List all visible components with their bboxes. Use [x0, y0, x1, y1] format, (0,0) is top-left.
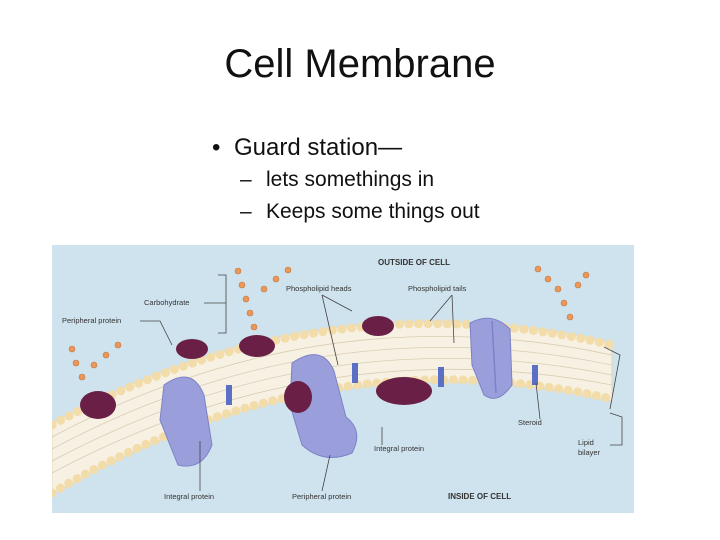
integral-protein-left [159, 376, 213, 467]
label-peripheral-protein-bottom: Peripheral protein [292, 492, 351, 501]
dash-marker: – [240, 168, 252, 191]
steroid [438, 367, 444, 387]
carbohydrate-chains [68, 265, 590, 381]
label-phospholipid-heads: Phospholipid heads [286, 284, 352, 293]
bullet-text: Guard station— [234, 134, 403, 161]
bullet-item: • Guard station— [212, 132, 480, 164]
label-lipid: Lipid [578, 438, 594, 447]
label-bilayer: bilayer [578, 448, 601, 457]
bullet-list: • Guard station— –lets somethings in –Kee… [212, 132, 480, 228]
label-outside-of-cell: OUTSIDE OF CELL [378, 258, 450, 267]
dash-marker: – [240, 200, 252, 223]
peripheral-protein [284, 381, 312, 413]
cell-membrane-diagram: OUTSIDE OF CELL Carbohydrate Peripheral … [52, 245, 634, 513]
steroid [532, 365, 538, 385]
label-integral-protein-bottom: Integral protein [164, 492, 214, 501]
tail-lines [52, 336, 613, 474]
sub-bullet-item: –Keeps some things out [212, 196, 480, 228]
slide-title: Cell Membrane [224, 42, 496, 86]
label-phospholipid-tails: Phospholipid tails [408, 284, 467, 293]
integral-protein-right [469, 317, 513, 399]
steroid [352, 363, 358, 383]
bullet-dot: • [212, 134, 221, 161]
label-steroid: Steroid [518, 418, 542, 427]
label-integral-protein-mid: Integral protein [374, 444, 424, 453]
protein-groove [491, 320, 497, 394]
sub-bullet-text: lets somethings in [266, 168, 435, 191]
leader-lines [140, 274, 623, 492]
peripheral-protein [376, 377, 432, 405]
label-carbohydrate: Carbohydrate [144, 298, 189, 307]
sub-bullet-item: –lets somethings in [212, 164, 480, 196]
peripheral-protein [362, 316, 394, 336]
label-inside-of-cell: INSIDE OF CELL [448, 492, 511, 501]
phospholipid-heads-outer [52, 319, 617, 430]
peripheral-protein [80, 391, 116, 419]
integral-protein-center [289, 354, 358, 458]
steroid [226, 385, 232, 405]
label-peripheral-protein-top: Peripheral protein [62, 316, 121, 325]
peripheral-protein [176, 339, 208, 359]
peripheral-protein [239, 335, 275, 357]
sub-bullet-text: Keeps some things out [266, 200, 480, 223]
